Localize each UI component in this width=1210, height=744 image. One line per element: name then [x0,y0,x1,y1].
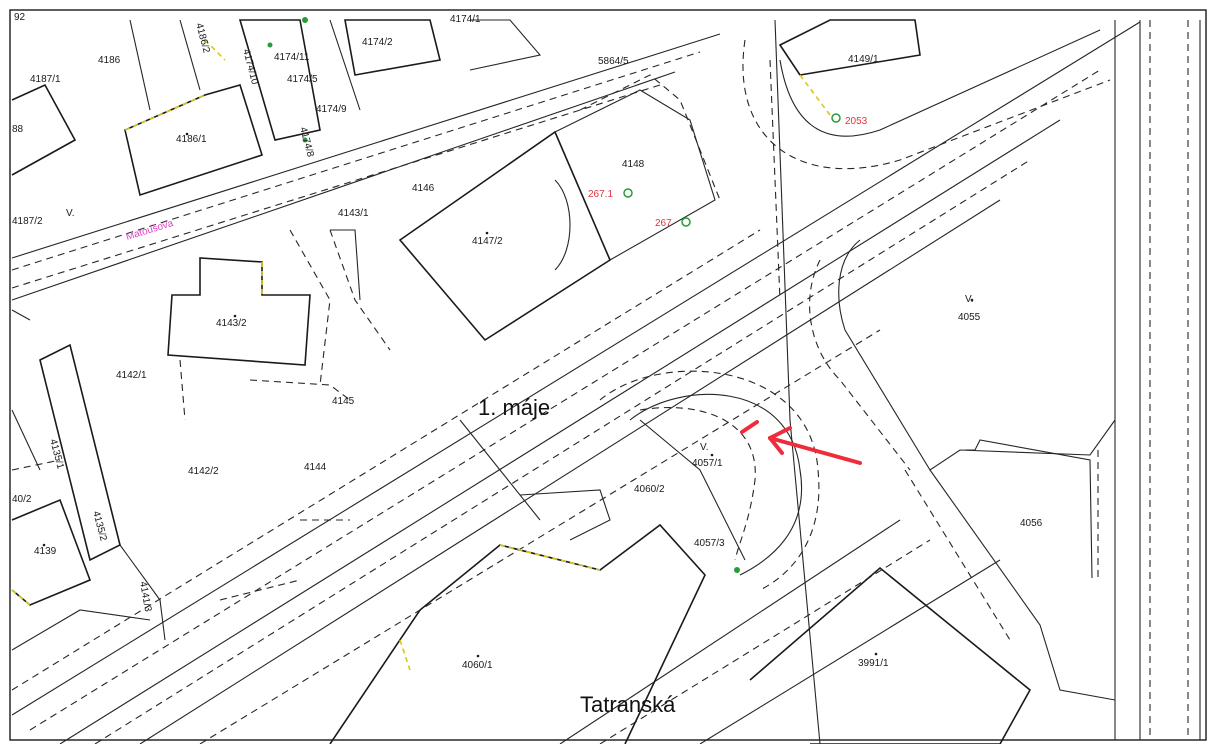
parcel-label: 4148 [622,159,645,170]
parcel-label: 4060/2 [634,484,665,495]
street-label-1-maje: 1. máje [478,395,550,420]
parcel-label: 4057/3 [694,538,725,549]
parcel-label: 4174/11 [274,52,310,63]
parcel-label: 4186/2 [193,22,212,55]
building-4174-2 [344,19,441,76]
parcel-label: 4186/1 [176,134,207,145]
parcel-dots [42,132,974,658]
parcel-label: 4187/1 [30,74,61,85]
parcel-label: 4141/3 [137,581,153,613]
building-4147-2 [398,130,612,342]
parcel-label: 92 [14,12,26,23]
road-1-maje [11,21,1141,744]
parcel-label: 4146 [412,183,435,194]
parcel-label: 4187/2 [12,216,43,227]
parcel-label: 4174/9 [316,104,347,115]
parcel-label: 4060/1 [462,660,493,671]
parcel-label: 4144 [304,462,327,473]
street-label-tatranska: Tatranská [580,692,676,717]
road-vertical-right [769,19,1201,744]
curve-4057 [599,370,820,591]
street-label-matousova: Matoušova [125,218,175,243]
road-tatranska [559,519,1001,744]
parcel-label: 4057/1 [692,458,723,469]
parcel-label: 4174/2 [362,37,393,48]
building-4139 [11,498,92,606]
parcel-label: 40/2 [12,494,32,505]
parcel-label: 4056 [1020,518,1043,529]
annotation-arrow [740,420,862,465]
parcel-label: 4135/1 [47,438,66,471]
survey-point-267-1: 267.1 [588,189,613,200]
parcel-label: 4135/2 [90,510,109,543]
parcel-label: 4147/2 [472,236,503,247]
road-matousova [11,33,721,301]
mark-v-2: V. [965,294,974,305]
parcel-label: 4174/5 [287,74,318,85]
parcel-label: 88 [12,124,24,135]
plot-4055-outline [809,239,1116,701]
building-4187-1 [11,83,77,176]
building-4143-2 [167,257,311,366]
map-frame [9,9,1207,741]
survey-point-2053: 2053 [845,116,868,127]
parcel-label: 4174/10 [240,48,260,86]
parcel-label: 4174/1 [450,14,481,25]
survey-point-267: 267 [655,218,672,229]
parcel-label: 4186 [98,55,121,66]
parcel-label: 4145 [332,396,355,407]
building-4174 [238,19,321,141]
mark-v-3: V. [700,442,709,453]
parcel-lines [11,19,746,651]
parcel-label: 4149/1 [848,54,879,65]
building-4149-1 [778,19,921,76]
parcel-label: 5864/5 [598,56,629,67]
building-3991-1 [749,566,1032,744]
parcel-label: 4142/2 [188,466,219,477]
curve-top-right [742,29,1111,170]
parcel-label: 4143/2 [216,318,247,329]
parcel-label: 4142/1 [116,370,147,381]
parcel-label: 4143/1 [338,208,369,219]
parcel-label: 3991/1 [858,658,889,669]
parcel-label: 4139 [34,546,57,557]
mark-v-1: V. [66,208,75,219]
parcel-label: 4055 [958,312,981,323]
parcel-4148-outline [554,89,716,261]
yellow-boundaries [11,39,831,671]
survey-markers [267,17,841,573]
